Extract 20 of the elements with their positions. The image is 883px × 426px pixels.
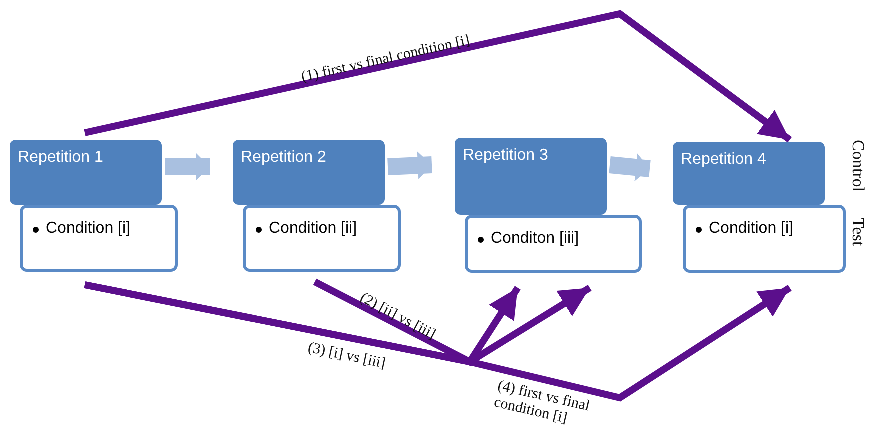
node-text: Repetition 3 [463,147,548,164]
node-text: Condition [i] [46,220,130,238]
node-text: Repetition 4 [681,151,766,168]
row-label: Control [848,140,868,192]
edge-label: (1) first vs final condition [i] [300,32,472,87]
edge-label: (4) first vs final condition [i] [492,378,592,426]
node-text: Repetition 2 [241,149,326,166]
condition-box [20,205,178,272]
node-text: Conditon [iii] [491,230,580,248]
node-text: Condition [i] [709,220,794,238]
repetition-box [455,138,607,215]
condition-box [683,205,846,273]
condition-box [243,205,401,272]
repetition-box [233,140,385,205]
node-text: Condition [ii] [269,220,358,238]
row-label: Test [848,218,868,246]
repetition-box [10,140,162,205]
condition-box [465,215,642,273]
node-text: Repetition 1 [18,149,104,166]
repetition-box [673,142,825,205]
